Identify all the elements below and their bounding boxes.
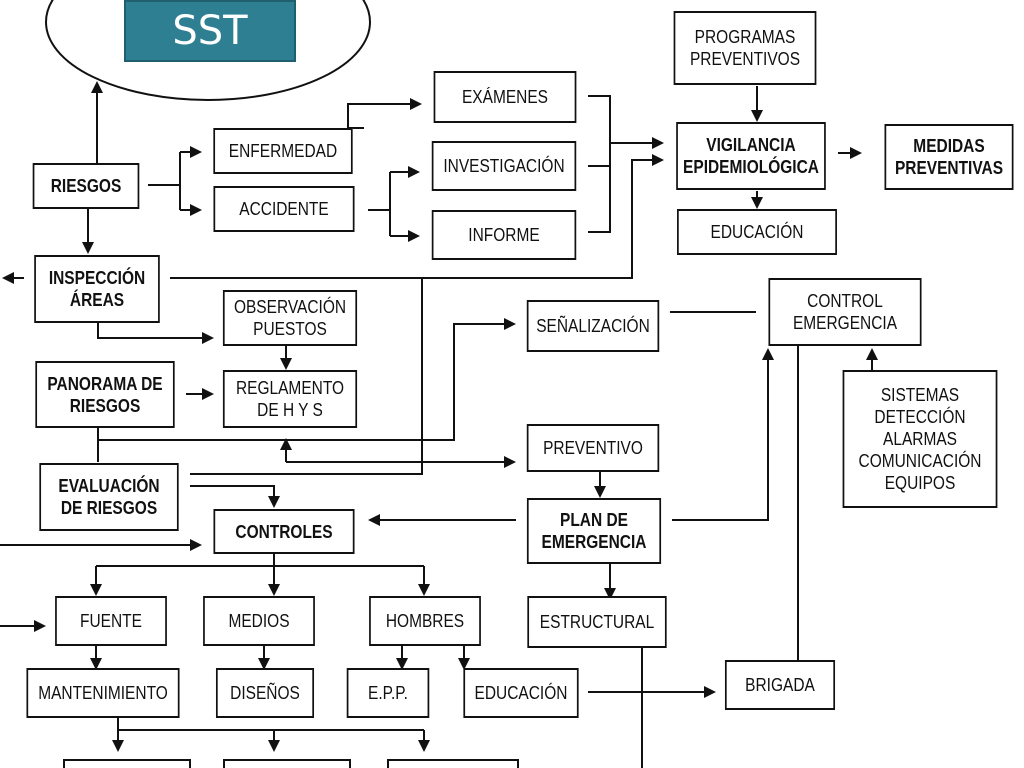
- node-epp: E.P.P.: [346, 668, 430, 718]
- node-reglamento-hys: REGLAMENTO DE H Y S: [222, 370, 358, 428]
- node-accidente: ACCIDENTE: [213, 186, 355, 232]
- node-hombres: HOMBRES: [369, 596, 481, 646]
- node-sistemas-deteccion: SISTEMAS DETECCIÓN ALARMAS COMUNICACIÓN …: [842, 370, 998, 508]
- node-estructural: ESTRUCTURAL: [527, 596, 667, 648]
- node-disenos: DISEÑOS: [215, 668, 315, 718]
- node-riesgos: RIESGOS: [32, 163, 140, 209]
- page-title: SST: [124, 0, 296, 62]
- node-panorama-riesgos: PANORAMA DE RIESGOS: [35, 361, 175, 428]
- node-educacion-vigilancia: EDUCACIÓN: [677, 209, 837, 255]
- node-observacion-puestos: OBSERVACIÓN PUESTOS: [222, 290, 358, 346]
- node-medidas-preventivas: MEDIDAS PREVENTIVAS: [884, 124, 1014, 190]
- top-ellipse: [45, 0, 371, 101]
- node-inspeccion-areas: INSPECCIÓN ÁREAS: [34, 255, 160, 323]
- node-examenes: EXÁMENES: [433, 71, 577, 123]
- node-investigacion: INVESTIGACIÓN: [431, 141, 577, 191]
- node-mantenimiento: MANTENIMIENTO: [26, 668, 180, 718]
- node-educacion-hombres: EDUCACIÓN: [463, 668, 579, 718]
- node-evaluacion-riesgos: EVALUACIÓN DE RIESGOS: [39, 463, 179, 531]
- node-programas-preventivos: PROGRAMAS PREVENTIVOS: [673, 11, 817, 85]
- node-medios: MEDIOS: [203, 596, 315, 646]
- node-senalizacion: SEÑALIZACIÓN: [526, 300, 660, 352]
- node-preventivo: PREVENTIVO: [526, 424, 660, 472]
- node-controles: CONTROLES: [213, 509, 355, 554]
- node-enfermedad: ENFERMEDAD: [213, 128, 353, 174]
- node-brigada: BRIGADA: [724, 660, 836, 710]
- node-vigilancia-epidemiologica: VIGILANCIA EPIDEMIOLÓGICA: [676, 122, 826, 190]
- node-fuente: FUENTE: [55, 596, 167, 646]
- node-informe: INFORME: [431, 210, 577, 260]
- node-control-emergencia: CONTROL EMERGENCIA: [768, 278, 922, 346]
- node-plan-emergencia: PLAN DE EMERGENCIA: [526, 498, 662, 564]
